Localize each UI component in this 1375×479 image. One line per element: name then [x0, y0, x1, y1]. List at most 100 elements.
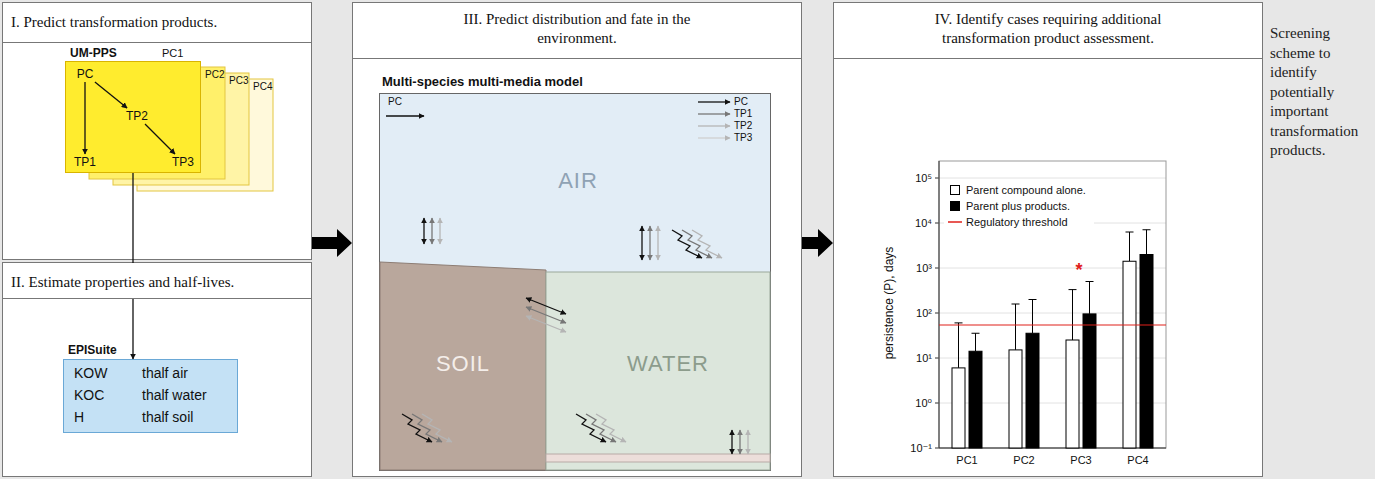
output-arrow — [698, 137, 730, 138]
error-cap — [1086, 281, 1094, 282]
compartment-label: WATER — [590, 349, 746, 379]
flow-label: TP2 — [734, 120, 752, 132]
figure-caption: Screening scheme to identify potentially… — [1270, 24, 1370, 161]
panel: II. Estimate properties and half-lives.E… — [2, 262, 312, 477]
panel-heading: III. Predict distribution and fate in th… — [353, 3, 801, 59]
degradation-arrow — [412, 414, 442, 442]
sheet-label: PC4 — [253, 81, 272, 93]
tick-mark — [935, 178, 939, 179]
property-box: EPISuiteKOWthalf airKOCthalf waterHthalf… — [63, 359, 238, 433]
soil-compartment — [380, 262, 546, 470]
error-bar — [1015, 304, 1016, 350]
tick-mark — [935, 223, 939, 224]
tick-mark — [935, 448, 939, 449]
air-compartment — [380, 94, 770, 470]
bar — [1009, 350, 1022, 448]
error-cap — [1126, 232, 1134, 233]
compartment-label: SOIL — [400, 349, 526, 379]
error-bar — [1146, 230, 1147, 255]
error-cap — [955, 322, 963, 323]
y-axis — [939, 161, 940, 448]
legend-text: Parent compound alone. — [966, 183, 1086, 197]
transfer-arrow — [526, 307, 566, 323]
bar — [1083, 314, 1096, 448]
box-title: Multi-species multi-media model — [382, 74, 583, 90]
tick-label: 10⁻¹ — [900, 441, 932, 455]
property-name: thalf air — [142, 364, 188, 382]
transfer-arrow — [731, 430, 732, 454]
bar — [1140, 255, 1153, 449]
node-label: TP3 — [166, 154, 200, 170]
legend-line-sample — [948, 215, 962, 229]
box-title: EPISuite — [68, 343, 117, 357]
degradation-arrow — [672, 230, 702, 258]
bar — [952, 368, 965, 448]
flow-arrow — [802, 229, 833, 257]
tick-label: 10⁴ — [900, 216, 932, 230]
tick-label: 10⁰ — [900, 396, 932, 410]
degradation-arrow — [586, 414, 616, 442]
output-arrow — [698, 113, 730, 114]
sediment-layer — [546, 454, 770, 462]
transfer-arrow — [739, 430, 740, 454]
error-bar — [1129, 232, 1130, 261]
tick-label: 10⁵ — [900, 171, 932, 185]
panel-heading: IV. Identify cases requiring additional … — [834, 3, 1262, 59]
transfer-arrow — [526, 298, 566, 314]
transfer-arrow — [657, 226, 658, 260]
axis-title: persistence (P), days — [882, 223, 896, 383]
category-label: PC1 — [947, 453, 987, 467]
legend-text: Parent plus products. — [966, 199, 1070, 213]
compound-node: PC — [70, 66, 100, 82]
sheet-title: UM-PPS — [70, 46, 117, 60]
sheet-label: PC1 — [162, 46, 183, 60]
bar — [1066, 340, 1079, 448]
tick-mark — [935, 268, 939, 269]
compartment-label: AIR — [500, 166, 656, 196]
compartment: SOIL — [400, 349, 526, 379]
compound-node: TP3 — [166, 154, 200, 170]
panel-heading: I. Predict transformation products. — [3, 3, 311, 43]
property-name: H — [74, 408, 84, 426]
flow-label: PC — [388, 96, 402, 108]
tick-mark — [935, 358, 939, 359]
degradation-arrow — [682, 230, 712, 258]
output-arrow — [698, 125, 730, 126]
category-label: PC4 — [1118, 453, 1158, 467]
tick-mark — [935, 403, 939, 404]
degradation-arrow — [576, 414, 606, 442]
error-cap — [972, 333, 980, 334]
tick-mark — [935, 313, 939, 314]
bar — [969, 351, 982, 448]
persistence-chart — [834, 3, 1262, 476]
threshold-line — [939, 324, 1166, 325]
sheet-label: PC2 — [205, 69, 224, 81]
tick-label: 10¹ — [900, 351, 932, 365]
bar — [1123, 261, 1136, 448]
compound-node: TP2 — [120, 108, 154, 124]
error-cap — [1012, 304, 1020, 305]
error-bar — [1032, 300, 1033, 334]
node-label: TP1 — [68, 154, 102, 170]
flow-arrow — [312, 229, 352, 257]
flow-label: TP3 — [734, 132, 752, 144]
legend-row: Parent plus products. — [948, 199, 1088, 213]
error-cap — [1029, 299, 1037, 300]
legend-row: Regulatory threshold — [948, 215, 1088, 229]
error-bar — [1072, 290, 1073, 340]
water-compartment — [546, 272, 770, 470]
model-box: Multi-species multi-media modelAIRSOILWA… — [379, 93, 771, 471]
legend-row: Parent compound alone. — [948, 183, 1088, 197]
degradation-arrow — [422, 414, 452, 442]
panel: I. Predict transformation products. UM-PP… — [2, 2, 312, 260]
degradation-arrow — [402, 414, 432, 442]
error-cap — [1069, 289, 1077, 290]
error-bar — [1089, 282, 1090, 314]
transfer-arrow — [423, 218, 424, 244]
grid-line — [939, 178, 1166, 179]
legend-swatch — [950, 185, 960, 195]
property-name: thalf soil — [142, 408, 193, 426]
tick-label: 10³ — [900, 261, 932, 275]
degradation-arrow — [596, 414, 626, 442]
